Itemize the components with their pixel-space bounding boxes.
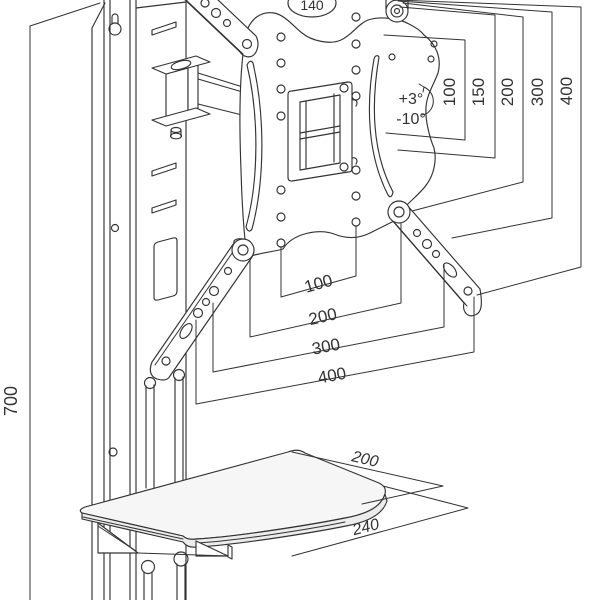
dim-label-h300: 300: [310, 335, 341, 359]
dim-label-v100: 100: [440, 78, 459, 106]
tilt-up-label: +3°: [399, 91, 424, 108]
tilt-down-label: -10°: [396, 111, 426, 128]
arm-bottom-right: [387, 200, 482, 317]
glass-shelf: 200 240: [79, 448, 469, 560]
rail-side-slots: [151, 21, 178, 301]
support-arms: [149, 0, 482, 381]
callout-140-label: 140: [300, 0, 324, 13]
dim-label-shelf-depth: 200: [349, 448, 380, 471]
dim-label-v200: 200: [498, 78, 517, 106]
clamp-bolt: [169, 126, 183, 140]
dim-label-v400: 400: [557, 77, 576, 105]
arm-top-left: [184, 0, 259, 58]
vesa-plate: [239, 12, 440, 258]
dim-label-shelf-width: 240: [350, 516, 381, 539]
tilt-annotation: +3° -10°: [396, 83, 434, 128]
shelf-bracket: [97, 522, 233, 560]
dimension-rail-height: 700: [1, 2, 101, 600]
plate-curved-slots: [245, 55, 394, 232]
arm-top-right: [385, 0, 409, 23]
rail-hole: [108, 447, 118, 457]
callout-140: 140: [287, 0, 337, 18]
dim-label-h400: 400: [316, 364, 347, 388]
dimensions-horizontal: 100 200 300 400: [195, 222, 475, 405]
rail-clamp-bracket: [151, 55, 247, 140]
dim-label-h100: 100: [302, 271, 335, 297]
rail-long-slots: [140, 368, 189, 600]
tilt-mechanism: [287, 81, 358, 182]
tilt-arrow-icon: [418, 83, 434, 116]
support-arm-beam: [197, 72, 247, 117]
dim-label-v150: 150: [469, 78, 488, 106]
rail-keyhole-slot: [108, 13, 122, 36]
dimensions-vertical: 100 150 200 300 400: [383, 0, 582, 296]
vesa-holes: [276, 12, 438, 248]
rail-hole: [110, 223, 120, 233]
dim-label-h200: 200: [307, 304, 339, 329]
dimensions-shelf: 200 240: [291, 448, 469, 557]
arm-bottom-left: [149, 238, 255, 381]
dim-label-v300: 300: [528, 78, 547, 106]
dim-label-700: 700: [1, 386, 21, 416]
